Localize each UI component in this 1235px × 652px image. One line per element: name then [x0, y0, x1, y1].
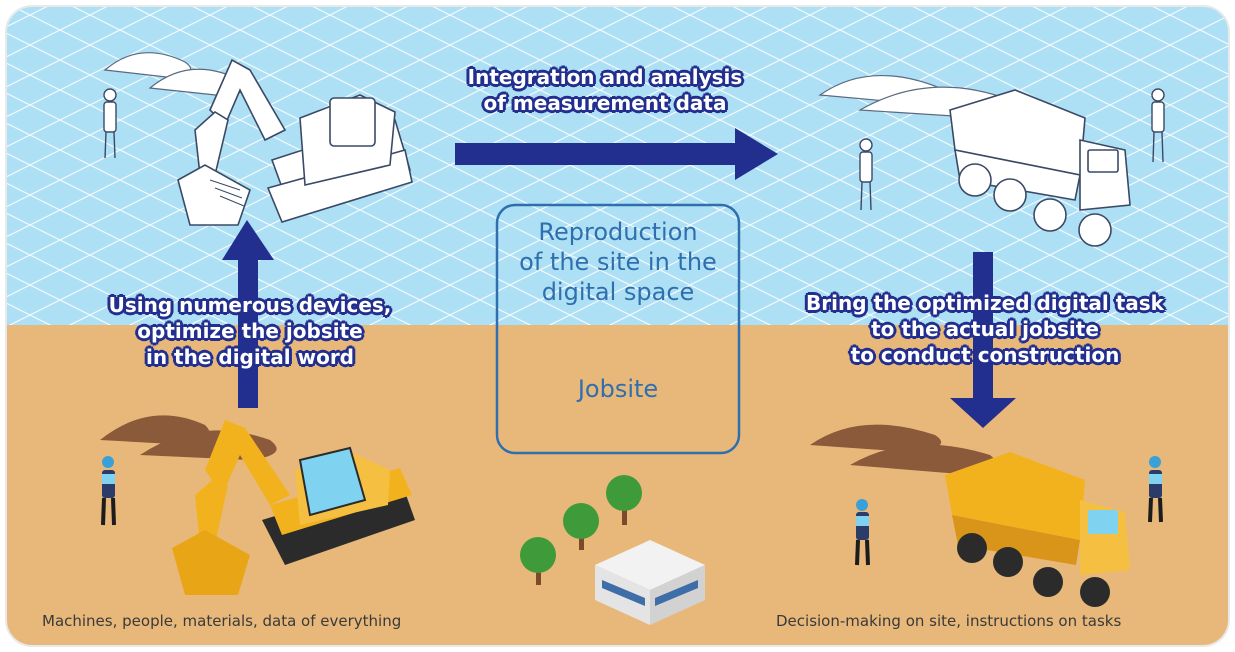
digital-space-label: Reproduction of the site in the digital …: [519, 218, 717, 306]
left-arrow-caption: Using numerous devices, optimize the job…: [108, 293, 392, 369]
right-down-arrow: [950, 252, 1016, 428]
wireframe-worker-right-1: [859, 138, 873, 211]
excavator: [172, 420, 415, 595]
worker-right-1: [855, 499, 870, 566]
trees: [520, 475, 642, 585]
top-arrow-caption: Integration and analysis of measurement …: [467, 65, 743, 115]
center-box: [495, 203, 741, 455]
office-building: [595, 540, 705, 625]
jobsite-label: Jobsite: [577, 375, 659, 403]
worker-left: [101, 456, 116, 526]
left-up-arrow: [222, 220, 274, 408]
top-arrow: [455, 128, 778, 180]
right-arrow-caption: Bring the optimized digital task to the …: [806, 291, 1164, 367]
bottom-right-caption: Decision-making on site, instructions on…: [776, 612, 1122, 630]
worker-right-2: [1148, 456, 1163, 523]
wireframe-dump-truck: [949, 89, 1131, 247]
wireframe-excavator: [177, 58, 413, 226]
wireframe-worker-left: [103, 88, 117, 159]
dump-truck: [945, 452, 1130, 607]
wireframe-worker-right-2: [1151, 88, 1165, 163]
dirt-mounds-right: [810, 424, 996, 474]
bottom-left-caption: Machines, people, materials, data of eve…: [42, 612, 402, 630]
